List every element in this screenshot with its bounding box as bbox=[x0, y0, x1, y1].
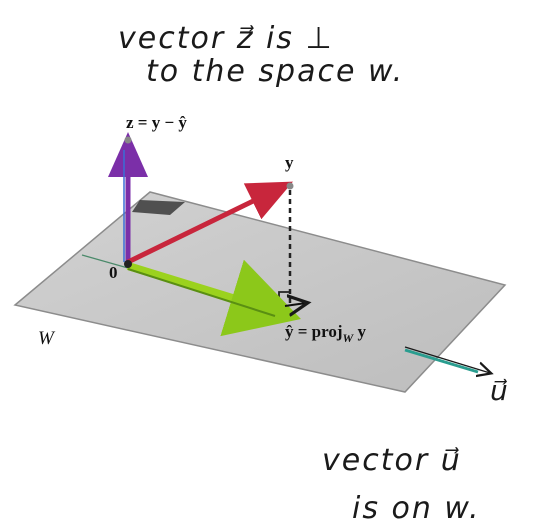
y-tip-point bbox=[286, 182, 294, 190]
label-proj-tail: y bbox=[353, 322, 366, 341]
plane-axis-line bbox=[81, 254, 129, 269]
yhat-vector-shade bbox=[127, 268, 276, 317]
plane-shadow bbox=[132, 200, 185, 215]
label-proj: ŷ = projW y bbox=[285, 322, 366, 345]
origin-point bbox=[124, 260, 132, 268]
u-vector-ink bbox=[404, 346, 490, 373]
small-pointer-arrow bbox=[284, 303, 306, 306]
u-vector bbox=[404, 348, 479, 374]
note-bottom-line1: vector u⃗ bbox=[322, 443, 462, 478]
plane-w bbox=[13, 191, 507, 393]
label-proj-subscript: W bbox=[343, 331, 355, 345]
note-bottom-line2: is on w. bbox=[352, 491, 481, 526]
note-top-line1: vector z⃗ is ⊥ bbox=[118, 21, 334, 56]
yhat-vector bbox=[126, 259, 301, 337]
y-vector bbox=[126, 181, 293, 265]
label-u: u⃗ bbox=[490, 374, 510, 407]
note-top-line2: to the space w. bbox=[146, 54, 404, 89]
label-w: W bbox=[38, 328, 56, 349]
label-proj-main: ŷ = proj bbox=[285, 322, 343, 341]
label-z-equals: z = y − ŷ bbox=[126, 113, 187, 132]
z-tip-point bbox=[124, 136, 132, 144]
label-y: y bbox=[285, 153, 294, 172]
label-origin: 0 bbox=[109, 263, 118, 282]
